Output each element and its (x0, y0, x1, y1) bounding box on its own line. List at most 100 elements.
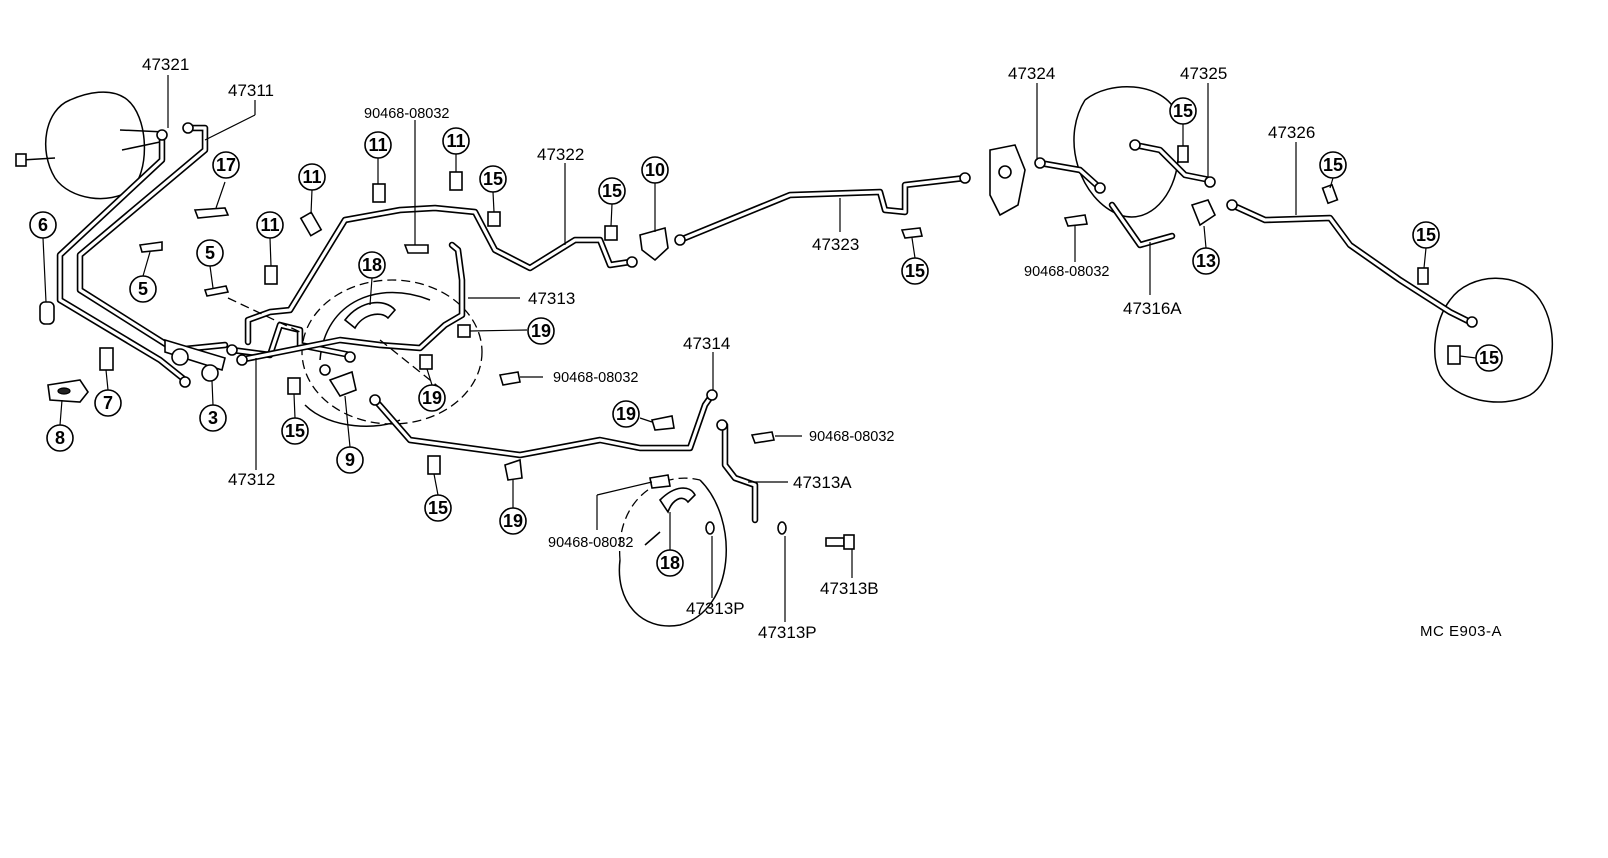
callout-5: 5 (196, 239, 224, 267)
callout-19: 19 (527, 317, 555, 345)
label-47313B: 47313B (820, 579, 879, 598)
label-90468-08032-e: 90468-08032 (548, 535, 633, 551)
label-47326: 47326 (1268, 123, 1315, 142)
label-90468-08032-b: 90468-08032 (1024, 264, 1109, 280)
callouts: 17 6 5 5 11 11 11 11 15 15 10 18 19 7 3 … (29, 97, 1503, 577)
label-47321: 47321 (142, 55, 189, 74)
label-47325: 47325 (1180, 64, 1227, 83)
callout-19: 19 (499, 507, 527, 535)
brake-pipe-47324 (1036, 159, 1104, 192)
washer-47313P (705, 521, 787, 535)
svg-text:11: 11 (260, 215, 279, 235)
label-47313A: 47313A (793, 473, 852, 492)
flare-nuts (156, 122, 1478, 431)
callout-6: 6 (29, 211, 57, 239)
clip-17 (193, 207, 230, 219)
svg-text:15: 15 (602, 181, 622, 201)
svg-text:18: 18 (362, 255, 382, 275)
callout-15: 15 (1412, 221, 1440, 249)
proportioning-valve (989, 144, 1026, 217)
label-47311: 47311 (228, 81, 274, 100)
callout-3: 3 (199, 404, 227, 432)
svg-text:3: 3 (208, 408, 218, 428)
callout-11: 11 (256, 211, 284, 239)
callout-10: 10 (641, 156, 669, 184)
brake-hose-47316A (1108, 201, 1176, 249)
label-47313: 47313 (528, 289, 575, 308)
label-90468-08032-c: 90468-08032 (553, 370, 638, 386)
bolt-47313B (825, 534, 855, 550)
svg-text:19: 19 (616, 404, 636, 424)
svg-text:9: 9 (345, 450, 355, 470)
callout-11: 11 (298, 163, 326, 191)
svg-text:19: 19 (531, 321, 551, 341)
callout-15: 15 (1475, 344, 1503, 372)
callout-15: 15 (281, 417, 309, 445)
leader-lines (42, 75, 1477, 622)
callout-11: 11 (442, 127, 470, 155)
svg-text:15: 15 (1323, 155, 1343, 175)
callout-15: 15 (424, 494, 452, 522)
svg-text:15: 15 (1479, 348, 1499, 368)
callout-8: 8 (46, 424, 74, 452)
rear-left-brake-drum (618, 477, 727, 627)
svg-text:7: 7 (103, 393, 113, 413)
label-47324: 47324 (1008, 64, 1055, 83)
svg-text:15: 15 (285, 421, 305, 441)
clips-19 (419, 324, 675, 481)
callout-11: 11 (364, 131, 392, 159)
callout-18: 18 (358, 251, 386, 279)
label-90468-08032-d: 90468-08032 (809, 429, 894, 445)
brake-pipe-47314 (371, 391, 716, 459)
svg-text:15: 15 (905, 261, 925, 281)
diagram-code: MC E903-A (1420, 623, 1502, 640)
union-13 (1190, 199, 1217, 227)
brake-pipe-47322 (244, 204, 634, 346)
callout-18: 18 (656, 549, 684, 577)
label-47323: 47323 (812, 235, 859, 254)
bracket-10 (639, 226, 669, 262)
callout-17: 17 (212, 151, 240, 179)
dust-covers-18 (343, 301, 696, 514)
clips-11 (264, 171, 463, 285)
brake-pipe-47323 (676, 174, 969, 244)
svg-text:19: 19 (422, 388, 442, 408)
part-labels: 47321 47311 90468-08032 47322 47323 4732… (142, 55, 1502, 642)
callout-15: 15 (598, 177, 626, 205)
svg-text:18: 18 (660, 553, 680, 573)
callout-9: 9 (336, 446, 364, 474)
bracket-9 (328, 370, 357, 397)
svg-text:15: 15 (483, 169, 503, 189)
svg-text:15: 15 (1173, 101, 1193, 121)
svg-text:11: 11 (302, 167, 321, 187)
svg-text:19: 19 (503, 511, 523, 531)
label-47313P-a: 47313P (686, 599, 745, 618)
grommet-8 (47, 379, 89, 403)
callout-15: 15 (1319, 151, 1347, 179)
callout-15: 15 (479, 165, 507, 193)
svg-text:11: 11 (446, 131, 465, 151)
label-47312: 47312 (228, 470, 275, 489)
brake-pipe-47325 (1131, 141, 1214, 184)
junction-block-3 (164, 338, 226, 382)
brake-pipe-47326 (1228, 201, 1474, 326)
label-47314: 47314 (683, 334, 730, 353)
callout-15: 15 (1169, 97, 1197, 125)
callout-15: 15 (901, 257, 929, 285)
label-47316A: 47316A (1123, 299, 1182, 318)
label-47322: 47322 (537, 145, 584, 164)
rear-right-brake-drum (1434, 277, 1553, 403)
svg-text:11: 11 (368, 135, 387, 155)
brake-pipe-47311 (76, 124, 229, 354)
clips-15 (287, 145, 1461, 475)
svg-text:8: 8 (55, 428, 65, 448)
label-90468-08032-a: 90468-08032 (364, 106, 449, 122)
brake-hose-47313A (721, 421, 759, 524)
callout-7: 7 (94, 389, 122, 417)
label-47313P-b: 47313P (758, 623, 817, 642)
svg-text:5: 5 (205, 243, 215, 263)
svg-text:10: 10 (645, 160, 665, 180)
callout-5: 5 (129, 275, 157, 303)
clip-5 (138, 241, 230, 297)
svg-text:13: 13 (1196, 251, 1216, 271)
